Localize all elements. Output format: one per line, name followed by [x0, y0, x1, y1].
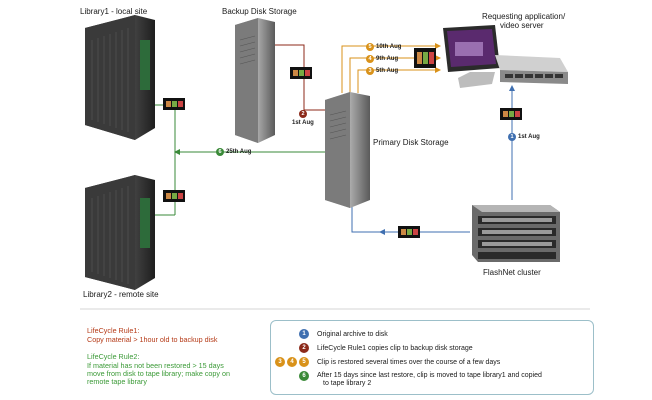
backup-label: Backup Disk Storage	[222, 7, 297, 16]
rule2-line1: If material has not been restored > 15 d…	[87, 361, 224, 370]
step-2-badge: 2	[299, 110, 307, 118]
workstation-device	[443, 25, 568, 88]
legend-item-4-line1: After 15 days since last restore, clip i…	[317, 372, 542, 379]
requesting-label-2: video server	[500, 21, 544, 30]
date-backup: 1st Aug	[292, 120, 314, 126]
requesting-label: Requesting application/	[482, 12, 566, 21]
step-5-badge: 5	[366, 43, 374, 51]
library1-device	[85, 15, 155, 140]
step-1-badge: 1	[508, 133, 516, 141]
legend-item-4-line2: to tape library 2	[323, 380, 372, 387]
primary-disk-device	[325, 92, 370, 208]
legend-badge-5: 5	[299, 357, 309, 367]
rule2-line2: move from disk to tape library; make cop…	[87, 369, 231, 378]
date-1st-aug: 1st Aug	[518, 134, 540, 140]
legend-item-2: LifeCycle Rule1 copies clip to backup di…	[317, 345, 473, 352]
library2-label: Library2 - remote site	[83, 290, 159, 299]
flashnet-label: FlashNet cluster	[483, 268, 541, 277]
legend-badge-3: 3	[275, 357, 285, 367]
rule1-text: Copy material > 1hour old to backup disk	[87, 335, 218, 344]
primary-label: Primary Disk Storage	[373, 138, 449, 147]
legend-badge-1: 1	[299, 329, 309, 339]
library1-label: Library1 - local site	[80, 7, 148, 16]
rule2-line3: remote tape library	[87, 377, 147, 386]
legend-item-3: Clip is restored several times over the …	[317, 359, 501, 366]
legend-badge-4: 4	[287, 357, 297, 367]
date-9th-aug: 9th Aug	[376, 56, 399, 62]
film-clip-icons	[163, 48, 522, 238]
date-5th-aug: 5th Aug	[376, 68, 399, 74]
date-10th-aug: 10th Aug	[376, 44, 402, 50]
restore-connection-lines	[341, 43, 441, 93]
step-6-badge: 6	[216, 148, 224, 156]
legend-item-1: Original archive to disk	[317, 331, 388, 338]
step-3-badge: 3	[366, 67, 374, 75]
blue-connection-lines	[351, 85, 515, 235]
legend-box: 1 Original archive to disk 2 LifeCycle R…	[270, 320, 594, 395]
step-4-badge: 4	[366, 55, 374, 63]
rule2-title: LifeCycle Rule2:	[87, 352, 140, 361]
legend-badge-6: 6	[299, 371, 309, 381]
backup-disk-device	[235, 18, 275, 143]
flashnet-cluster-device	[472, 205, 560, 262]
date-25th-aug: 25th Aug	[226, 149, 252, 155]
legend-badge-2: 2	[299, 343, 309, 353]
library2-device	[85, 175, 155, 290]
rule1-title: LifeCycle Rule1:	[87, 326, 140, 335]
